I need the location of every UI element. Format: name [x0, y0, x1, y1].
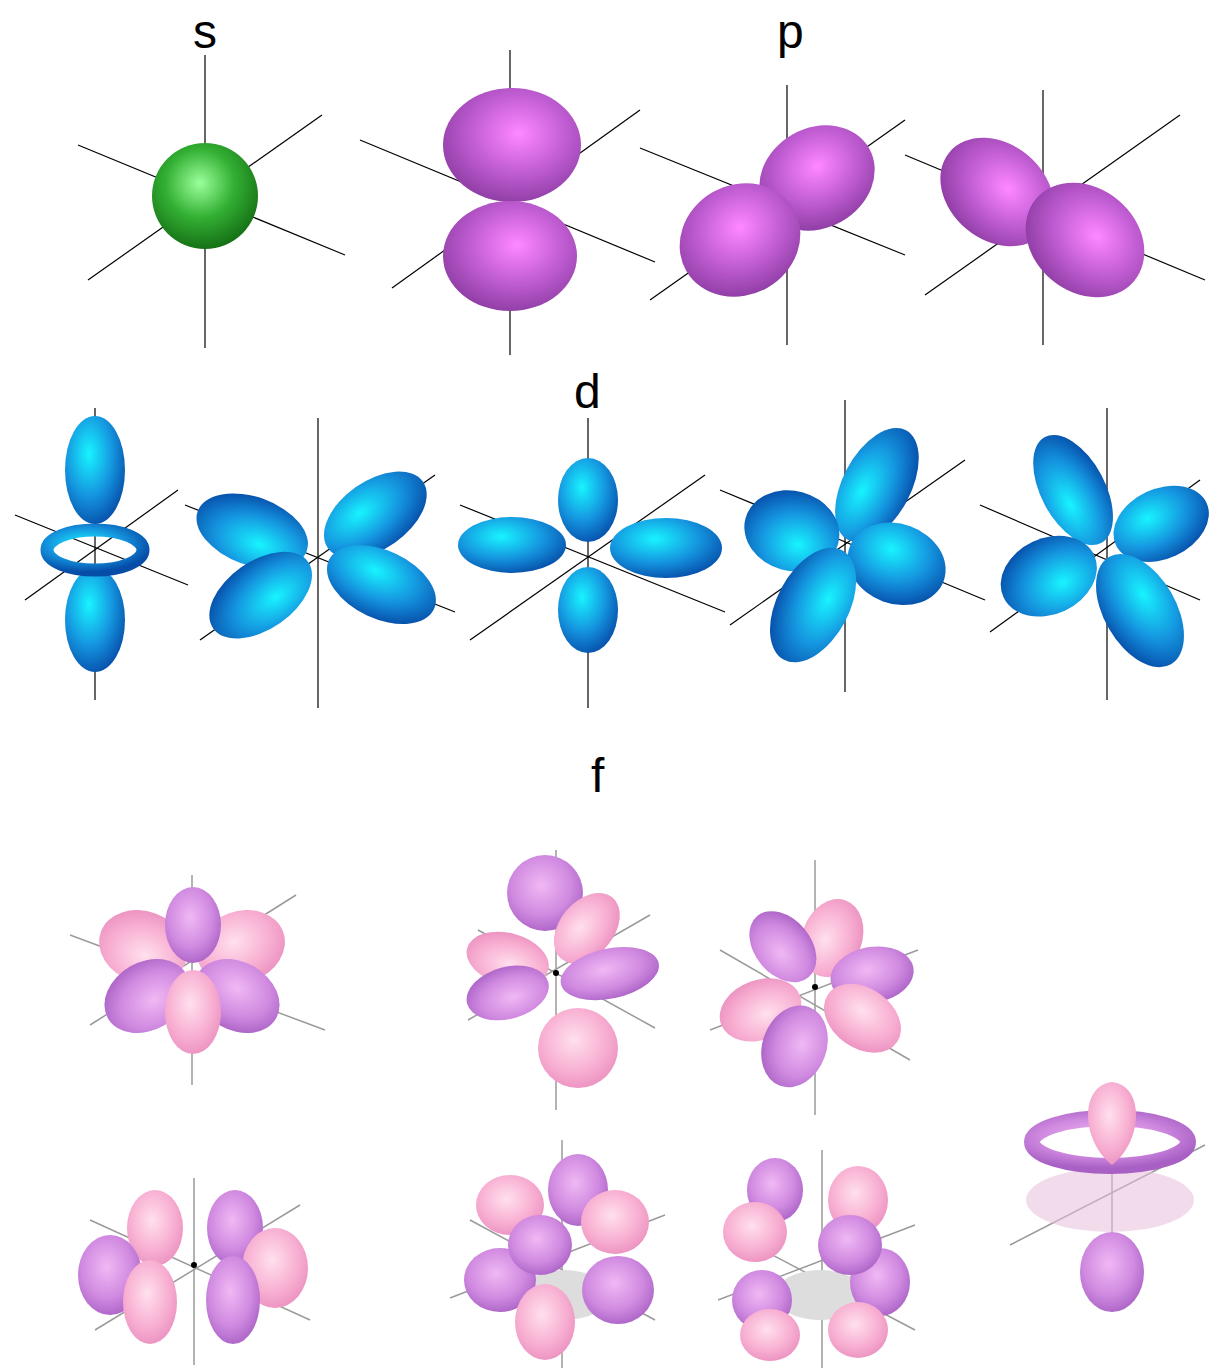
orbital-lobe [1080, 1232, 1144, 1312]
s-orbital [78, 55, 345, 348]
axis-line [88, 115, 322, 280]
orbital-lobe [750, 996, 839, 1097]
d-orbital [458, 418, 725, 708]
orbital-lobe [191, 1262, 197, 1268]
orbital-lobe [1088, 1082, 1136, 1165]
orbital-lobe [812, 984, 818, 990]
d-orbital [980, 408, 1209, 700]
orbital-lobe [1017, 422, 1130, 558]
f-orbital [78, 1178, 310, 1365]
d-orbital [185, 418, 455, 708]
p-orbital [905, 90, 1205, 345]
f-orbital [718, 1150, 915, 1368]
orbital-lobe [581, 1190, 649, 1254]
orbital-lobe [1078, 539, 1202, 682]
d-orbital [15, 408, 188, 700]
orbital-lobe [987, 521, 1110, 632]
orbital-lobe [443, 88, 581, 202]
axis-line [844, 400, 845, 692]
orbital-lobe [582, 1256, 654, 1324]
axis-line [15, 515, 188, 585]
axis-line [193, 1178, 195, 1365]
orbital-lobe [752, 533, 874, 676]
orbital-lobe [206, 1256, 260, 1344]
orbital-lobe [458, 517, 566, 573]
orbital-lobe [65, 568, 125, 672]
orbital-letter: s [193, 8, 217, 56]
orbital-lobe [553, 970, 559, 976]
f-orbital [70, 875, 325, 1085]
axis-line [1106, 408, 1107, 700]
orbital-lobe [1026, 1168, 1194, 1232]
orbital-lobe [723, 1202, 787, 1262]
orbital-lobe [558, 567, 618, 653]
orbital-lobe [152, 143, 258, 249]
orbital-letter: f [591, 752, 604, 800]
orbital-lobe [515, 1284, 575, 1360]
orbital-lobe [47, 530, 143, 570]
orbital-letter: p [777, 8, 804, 56]
axis-line [317, 418, 318, 708]
f-orbital [710, 860, 918, 1115]
orbital-lobe [443, 201, 577, 311]
orbital-lobe [460, 957, 555, 1029]
orbital-lobe [556, 939, 664, 1009]
p-orbital [360, 50, 655, 355]
orbital-lobe [818, 1215, 882, 1275]
p-orbital [640, 85, 905, 345]
f-orbital [450, 1140, 665, 1368]
orbital-lobe [65, 416, 125, 524]
orbital-lobe [811, 970, 914, 1067]
orbital-lobe [659, 161, 821, 318]
orbital-lobe [315, 529, 449, 640]
orbital-lobe [194, 534, 328, 656]
f-orbital [1010, 1082, 1205, 1312]
orbital-lobe [740, 1309, 800, 1361]
orbital-lobe [508, 1215, 572, 1275]
f-orbital [460, 850, 663, 1110]
orbital-lobe [828, 1302, 888, 1358]
orbital-letter: d [574, 368, 601, 416]
orbital-lobe [165, 887, 221, 963]
orbital-lobe [1003, 159, 1168, 321]
orbital-lobe [165, 970, 221, 1054]
orbital-lobe [610, 518, 722, 578]
d-orbital [720, 400, 985, 692]
orbital-lobe [558, 458, 618, 542]
orbital-lobe [538, 1008, 618, 1088]
orbital-lobe [836, 509, 957, 618]
orbital-lobe [123, 1260, 177, 1344]
